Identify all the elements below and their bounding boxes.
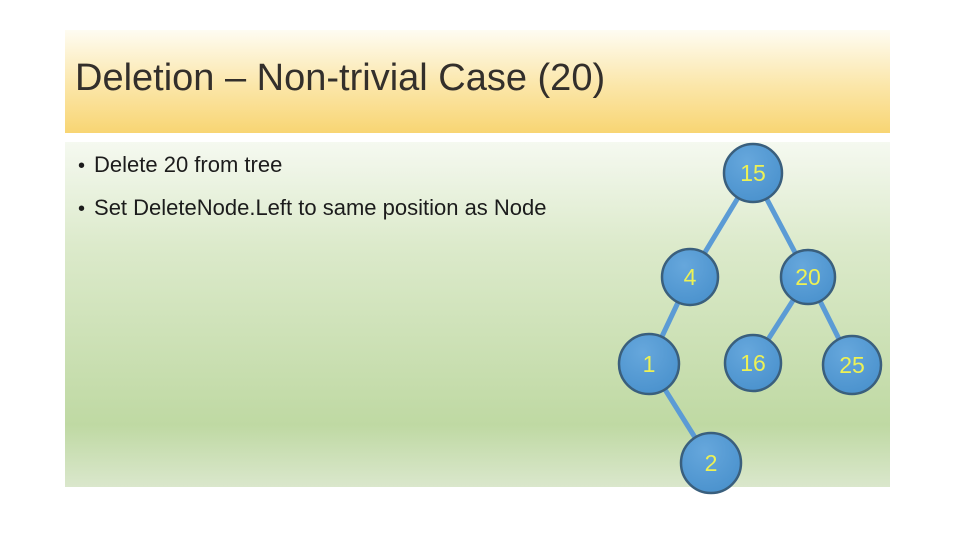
bullet-list: • Delete 20 from tree • Set DeleteNode.Lef… <box>65 142 890 230</box>
bullet-item-2: • Set DeleteNode.Left to same position as… <box>78 187 890 230</box>
slide-title: Deletion – Non-trivial Case (20) <box>75 57 606 99</box>
bullet-icon: • <box>78 155 86 177</box>
bullet-text-1: Delete 20 from tree <box>94 152 283 177</box>
bullet-icon: • <box>78 198 86 220</box>
bullet-text-2: Set DeleteNode.Left to same position as … <box>94 195 547 220</box>
content-area: • Delete 20 from tree • Set DeleteNode.Lef… <box>65 142 890 487</box>
title-banner: Deletion – Non-trivial Case (20) <box>65 30 890 133</box>
bullet-item-1: • Delete 20 from tree <box>78 144 890 187</box>
